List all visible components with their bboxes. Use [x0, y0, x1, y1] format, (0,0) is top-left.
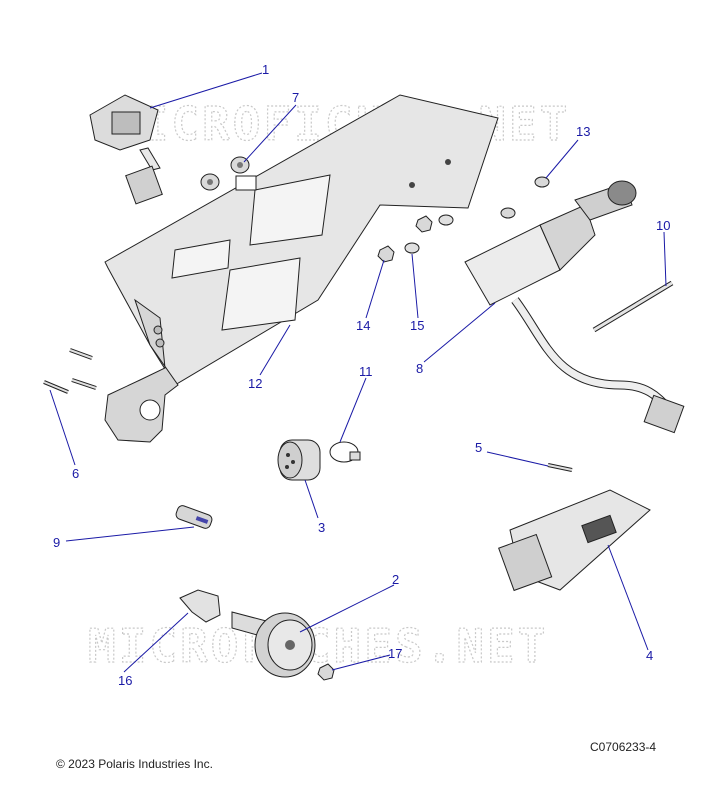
part-13-fastener[interactable] [500, 176, 550, 219]
leader-lines [49, 72, 667, 673]
callout-17: 17 [388, 646, 402, 661]
part-14-nut[interactable] [377, 215, 433, 263]
part-4-control-module[interactable] [498, 489, 651, 592]
callout-8: 8 [416, 361, 423, 376]
part-2-horn[interactable] [231, 611, 316, 678]
copyright-notice: © 2023 Polaris Industries Inc. [56, 757, 213, 771]
part-12-mounting-bracket[interactable] [104, 94, 499, 443]
callout-3: 3 [318, 520, 325, 535]
callout-4: 4 [646, 648, 653, 663]
part-5-screw[interactable] [547, 463, 573, 472]
callout-9: 9 [53, 535, 60, 550]
part-15-washer[interactable] [404, 214, 454, 254]
part-10-cable-tie[interactable] [592, 280, 674, 333]
callout-1: 1 [262, 62, 269, 77]
watermark-bottom: MICROFICHES.NET [88, 619, 548, 673]
part-7-grommet[interactable] [200, 156, 250, 191]
callout-15: 15 [410, 318, 424, 333]
callout-12: 12 [248, 376, 262, 391]
callout-14: 14 [356, 318, 370, 333]
part-1-switch-assembly[interactable] [89, 94, 163, 205]
part-17-nut[interactable] [317, 663, 335, 681]
callout-7: 7 [292, 90, 299, 105]
part-9-sensor[interactable] [175, 504, 214, 529]
part-6-bolt[interactable] [43, 348, 97, 394]
callout-16: 16 [118, 673, 132, 688]
part-8-shifter-module[interactable] [464, 180, 685, 434]
callout-2: 2 [392, 572, 399, 587]
callout-10: 10 [656, 218, 670, 233]
callout-6: 6 [72, 466, 79, 481]
callout-5: 5 [475, 440, 482, 455]
callout-11: 11 [359, 364, 373, 379]
callout-13: 13 [576, 124, 590, 139]
part-11-clamp[interactable] [329, 441, 361, 463]
part-16-clip-bracket[interactable] [179, 589, 221, 623]
part-3-connector[interactable] [277, 439, 321, 481]
drawing-number: C0706233-4 [590, 740, 657, 754]
